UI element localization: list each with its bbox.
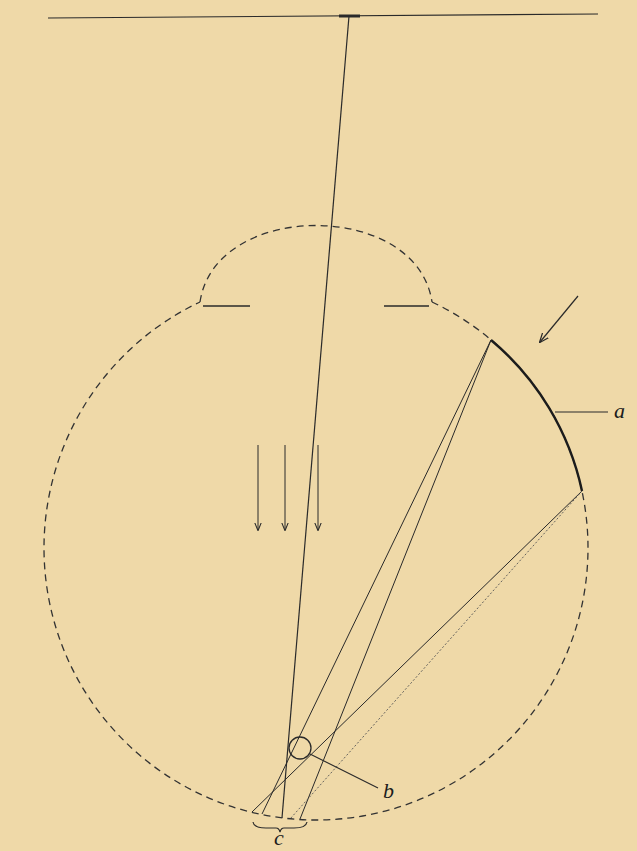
leader-line bbox=[555, 411, 608, 412]
label-holder: b bbox=[383, 780, 394, 802]
visual-axis bbox=[282, 16, 349, 818]
horizon-line bbox=[48, 14, 598, 18]
ray-line bbox=[262, 340, 491, 814]
part-label: c bbox=[274, 825, 284, 850]
light-arrow bbox=[258, 445, 259, 530]
iris-line bbox=[203, 305, 250, 306]
leader-line bbox=[310, 754, 378, 788]
cornea-outline bbox=[200, 226, 432, 303]
retina-arc bbox=[491, 340, 582, 491]
light-arrow bbox=[540, 296, 578, 342]
ray-line bbox=[300, 340, 491, 819]
lens-circle bbox=[289, 737, 311, 759]
part-label: a bbox=[614, 398, 625, 423]
ray-line bbox=[252, 491, 582, 812]
label-holder: c bbox=[274, 827, 284, 849]
light-arrow bbox=[285, 445, 286, 530]
part-label: b bbox=[383, 778, 394, 803]
iris-line bbox=[384, 305, 429, 306]
ray-line bbox=[290, 491, 582, 819]
label-holder: a bbox=[614, 400, 625, 422]
eyeball-outline bbox=[44, 302, 588, 820]
light-arrow bbox=[318, 445, 319, 530]
